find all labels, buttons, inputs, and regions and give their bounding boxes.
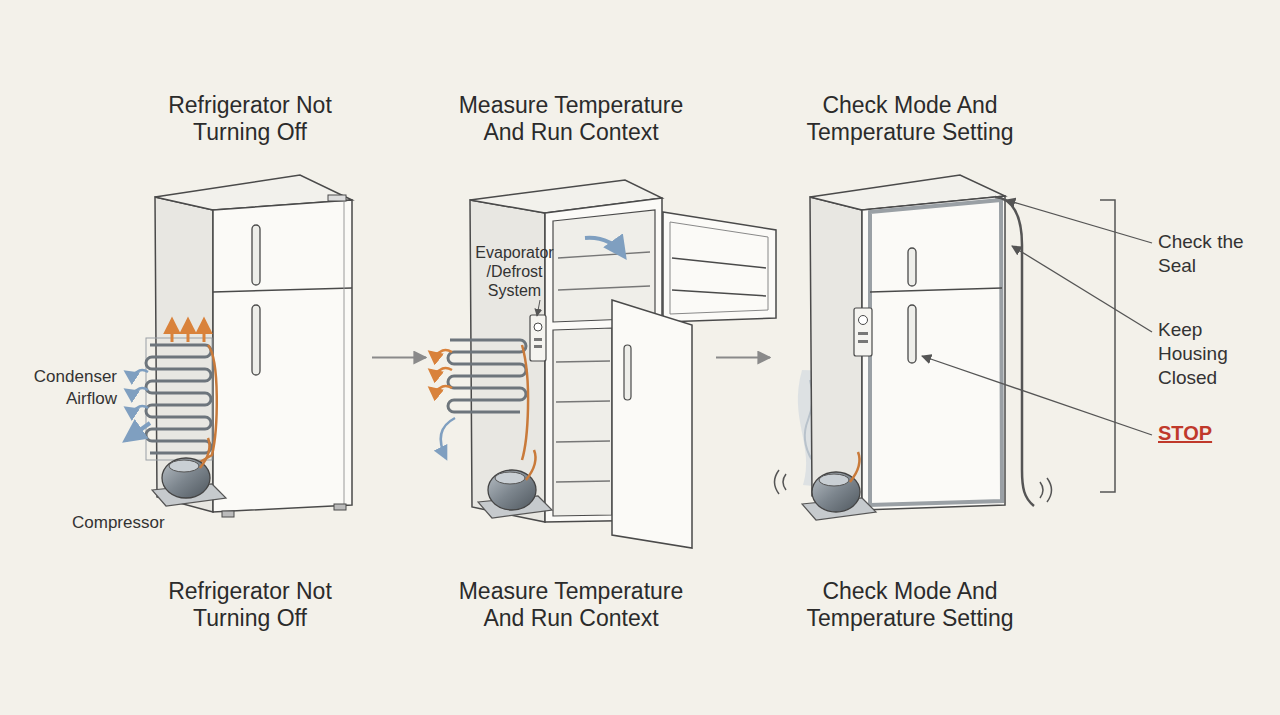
refrigerator-open <box>612 300 692 548</box>
refrigerator-open <box>534 345 542 348</box>
condenser-coil <box>430 340 528 460</box>
airflow-arrows <box>187 320 190 342</box>
vibration-marks <box>1040 482 1043 498</box>
refrigerator-body <box>213 288 352 292</box>
compressor-symbol <box>152 438 226 506</box>
condenser-coil <box>430 350 452 354</box>
compressor-symbol <box>478 450 552 518</box>
condenser-coil <box>146 338 212 460</box>
compressor-symbol <box>152 438 226 506</box>
airflow-arrows <box>126 370 148 374</box>
condenser-coil <box>522 345 528 460</box>
airflow-arrows <box>203 320 206 342</box>
refrigerator-open <box>553 328 612 516</box>
refrigerator-open <box>534 323 542 331</box>
part-label: Condenser Airflow <box>22 366 117 410</box>
vibration-marks <box>783 474 786 490</box>
flow-arrow <box>716 357 770 359</box>
vibration-marks <box>775 470 1052 502</box>
vibration-marks <box>1047 478 1052 502</box>
condenser-coil <box>146 338 217 462</box>
part-label: Compressor <box>72 512 165 534</box>
refrigerator-open <box>670 222 768 314</box>
refrigerator-body <box>862 196 1005 510</box>
condenser-coil <box>146 345 211 453</box>
panel-heading: Refrigerator Not Turning Off <box>136 92 364 146</box>
flow-arrow <box>372 357 426 359</box>
refrigerator-body <box>995 197 1034 506</box>
refrigerator-open <box>624 345 631 400</box>
step-panel: Check Mode And Temperature SettingCheck … <box>772 80 1048 635</box>
leader-line <box>1012 246 1152 332</box>
bracket <box>1100 200 1115 492</box>
panel-caption: Refrigerator Not Turning Off <box>136 578 364 632</box>
refrigerator-open <box>558 286 650 290</box>
part-label: Check the Seal <box>1158 230 1253 278</box>
condenser-coil <box>448 340 526 412</box>
refrigerator-body <box>908 248 916 286</box>
panel-heading: Measure Temperature And Run Context <box>442 92 700 146</box>
refrigerator-body <box>334 504 346 510</box>
bracket <box>1100 200 1115 492</box>
leader-line <box>1006 200 1152 243</box>
refrigerator-open <box>556 401 610 402</box>
refrigerator-open <box>534 338 542 341</box>
part-label: Evaporator /Defrost System <box>472 243 557 300</box>
airflow-arrows <box>126 388 148 392</box>
refrigerator-open <box>530 315 546 361</box>
warning-label: STOP <box>1158 421 1212 445</box>
refrigerator-body <box>858 340 868 343</box>
refrigerator-body <box>222 511 234 517</box>
refrigerator-open <box>556 361 610 362</box>
step-panel: Measure Temperature And Run ContextMeasu… <box>428 80 714 635</box>
part-label: Keep Housing Closed <box>1158 318 1238 390</box>
refrigerator-body <box>859 316 868 325</box>
condenser-coil <box>430 368 452 372</box>
refrigerator-body <box>213 200 352 512</box>
refrigerator-open <box>558 252 650 258</box>
leader-line <box>922 200 1152 435</box>
refrigerator-open <box>537 300 540 316</box>
airflow-arrows <box>126 423 150 440</box>
refrigerator-open <box>672 258 766 268</box>
refrigerator-open <box>556 481 610 482</box>
refrigerator-body <box>854 308 872 356</box>
refrigerator-open <box>556 441 610 442</box>
refrigerator-body <box>344 202 345 505</box>
refrigerator-body <box>810 175 1034 510</box>
refrigerator-body <box>858 332 868 335</box>
condenser-coil <box>430 386 452 390</box>
refrigerator-body <box>328 195 346 201</box>
airflow-arrows <box>126 320 204 440</box>
panel-caption: Measure Temperature And Run Context <box>442 578 700 632</box>
compressor-symbol <box>802 452 876 520</box>
airflow-arrows <box>126 406 148 410</box>
refrigerator-body <box>870 288 1002 292</box>
step-panel: Refrigerator Not Turning OffRefrigerator… <box>130 80 370 635</box>
refrigerator-open <box>585 238 624 256</box>
refrigerator-open <box>663 212 776 322</box>
compressor-symbol <box>478 450 552 518</box>
vibration-marks <box>775 470 780 494</box>
refrigerator-body <box>252 225 260 285</box>
refrigerator-body <box>252 305 260 375</box>
refrigerator-body <box>908 305 916 363</box>
compressor-symbol <box>802 452 876 520</box>
leader-line <box>922 356 1152 435</box>
airflow-arrows <box>171 320 174 342</box>
condenser-coil <box>441 418 455 458</box>
panel-heading: Check Mode And Temperature Setting <box>784 92 1036 146</box>
refrigerator-open <box>553 210 655 322</box>
refrigerator-open <box>672 290 766 296</box>
refrigerator-body <box>870 200 1002 505</box>
panel-caption: Check Mode And Temperature Setting <box>784 578 1036 632</box>
